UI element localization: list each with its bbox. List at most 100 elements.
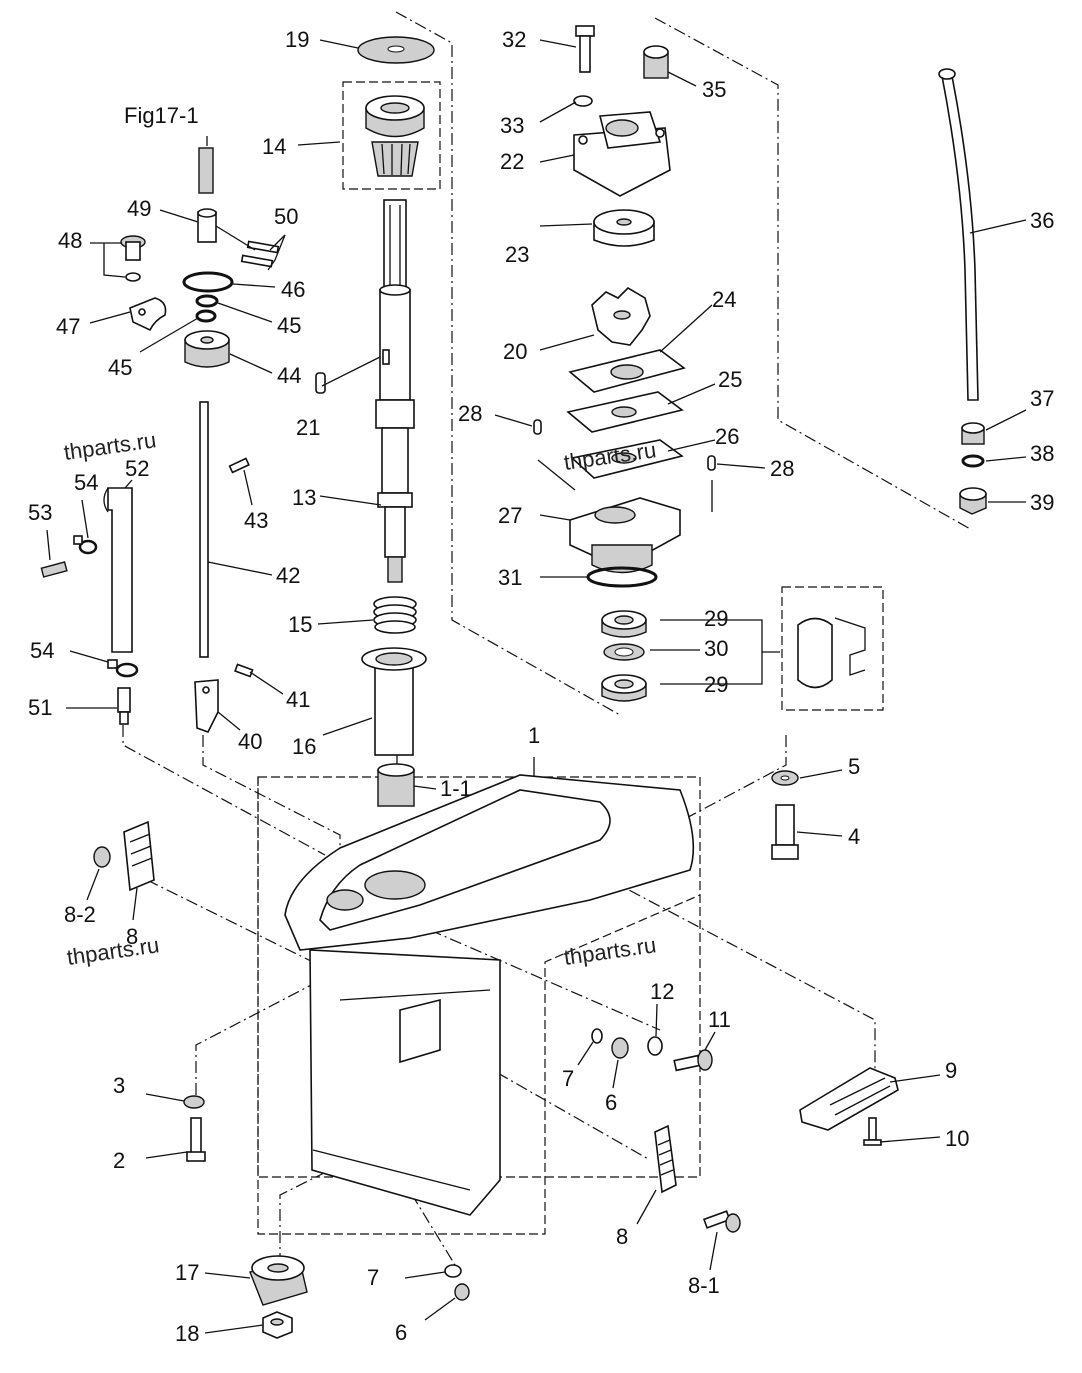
callout-29b: 29	[704, 672, 728, 697]
callout-20: 20	[503, 339, 527, 364]
callout-31: 31	[498, 565, 522, 590]
part-8-screen	[654, 1124, 677, 1194]
callout-22: 22	[500, 149, 524, 174]
part-40-cam	[194, 679, 219, 733]
part-2-bolt	[186, 1117, 206, 1162]
part-51-nipple	[117, 687, 131, 725]
callout-11: 11	[708, 1007, 731, 1032]
part-3-washer	[183, 1095, 205, 1109]
part-7a-washer	[591, 1028, 603, 1044]
outline-pump-group	[395, 11, 621, 716]
part-32-bolt	[575, 25, 595, 73]
callout-19: 19	[285, 27, 309, 52]
callout-9: 9	[945, 1058, 957, 1083]
callout-48: 48	[58, 228, 82, 253]
callout-36: 36	[1030, 208, 1054, 233]
part-18-nut	[262, 1311, 293, 1339]
part-7b-washer	[444, 1264, 462, 1278]
callout-28b: 28	[770, 456, 794, 481]
part-23-insert-cup	[593, 209, 655, 247]
part-35-grommet	[643, 45, 669, 79]
part-43-pin	[228, 457, 250, 474]
part-20-impeller	[591, 286, 651, 346]
part-47-plate	[129, 297, 167, 332]
callout-46: 46	[281, 277, 305, 302]
part-29-bearings	[601, 610, 647, 702]
watermark-3: thparts.ru	[65, 932, 161, 970]
callout-30: 30	[704, 636, 728, 661]
part-22-pump-housing	[573, 111, 671, 197]
part-9-grille	[799, 1067, 899, 1131]
callout-43: 43	[244, 508, 268, 533]
callout-24: 24	[712, 287, 736, 312]
part-8-2-nut	[93, 846, 111, 868]
callout-32: 32	[502, 27, 526, 52]
part-25-plate	[566, 391, 684, 433]
part-53-screw	[40, 561, 68, 578]
part-48-bolt	[120, 235, 146, 282]
part-49-coupler	[197, 208, 217, 243]
callout-50: 50	[274, 204, 298, 229]
part-10-screw	[863, 1117, 882, 1146]
part-19-washer	[357, 36, 435, 64]
callout-54a: 54	[74, 470, 98, 495]
callout-5: 5	[848, 754, 860, 779]
callout-51: 51	[28, 695, 52, 720]
callout-17: 17	[175, 1260, 199, 1285]
part-28-dowels	[533, 419, 716, 471]
callout-37: 37	[1030, 386, 1054, 411]
callout-8-1: 8-1	[688, 1273, 720, 1298]
leader-lines	[46, 39, 1027, 1334]
part-8-screen-left	[123, 820, 155, 892]
callout-18: 18	[175, 1321, 199, 1346]
callout-10: 10	[945, 1126, 969, 1151]
callout-16: 16	[292, 734, 316, 759]
callout-23: 23	[505, 242, 529, 267]
part-14-bearing-gear	[365, 95, 425, 177]
part-52-hose	[103, 487, 133, 653]
callout-8a: 8	[126, 924, 138, 949]
figure-reference: Fig17-1	[124, 103, 199, 128]
callout-4: 4	[848, 824, 860, 849]
part-16-sleeve	[361, 647, 427, 756]
part-41-pin	[234, 663, 254, 678]
part-39-seal	[959, 487, 987, 515]
part-11-screw	[673, 1049, 713, 1072]
callout-40: 40	[238, 729, 262, 754]
callout-labels: 19 14 49 50 48 46 47 45 45 44 21 13 43 5…	[28, 27, 1054, 1346]
part-21-key	[315, 372, 326, 394]
callout-52: 52	[125, 456, 149, 481]
callout-7a: 7	[562, 1066, 574, 1091]
callout-38: 38	[1030, 441, 1054, 466]
callout-6b: 6	[395, 1320, 407, 1345]
callout-53: 53	[28, 500, 52, 525]
assembly-outlines	[122, 11, 973, 1266]
part-8-1-bolt	[702, 1210, 741, 1233]
part-33-washer	[573, 95, 593, 107]
part-27-pump-base	[569, 497, 681, 574]
callout-42: 42	[276, 563, 300, 588]
part-54-clips	[73, 535, 139, 678]
part-26-gasket	[570, 439, 684, 479]
callout-2: 2	[113, 1148, 125, 1173]
outline-29-detail	[781, 586, 884, 711]
callout-27: 27	[498, 503, 522, 528]
part-6b-plug	[454, 1283, 470, 1301]
callout-45b: 45	[108, 355, 132, 380]
part-15-spring	[373, 596, 417, 634]
part-42-shift-rod	[199, 401, 209, 658]
part-37-grommet	[961, 422, 985, 445]
callout-6a: 6	[605, 1090, 617, 1115]
callout-8-2: 8-2	[64, 902, 96, 927]
part-13-drive-shaft	[375, 199, 415, 583]
callout-7b: 7	[367, 1265, 379, 1290]
callout-21: 21	[296, 415, 320, 440]
watermark-4: thparts.ru	[562, 932, 658, 970]
part-5-washer	[771, 770, 799, 786]
callout-1-1: 1-1	[440, 776, 472, 801]
part-38-oring	[961, 454, 985, 468]
part-44-grommet	[184, 330, 230, 368]
callout-47: 47	[56, 314, 80, 339]
